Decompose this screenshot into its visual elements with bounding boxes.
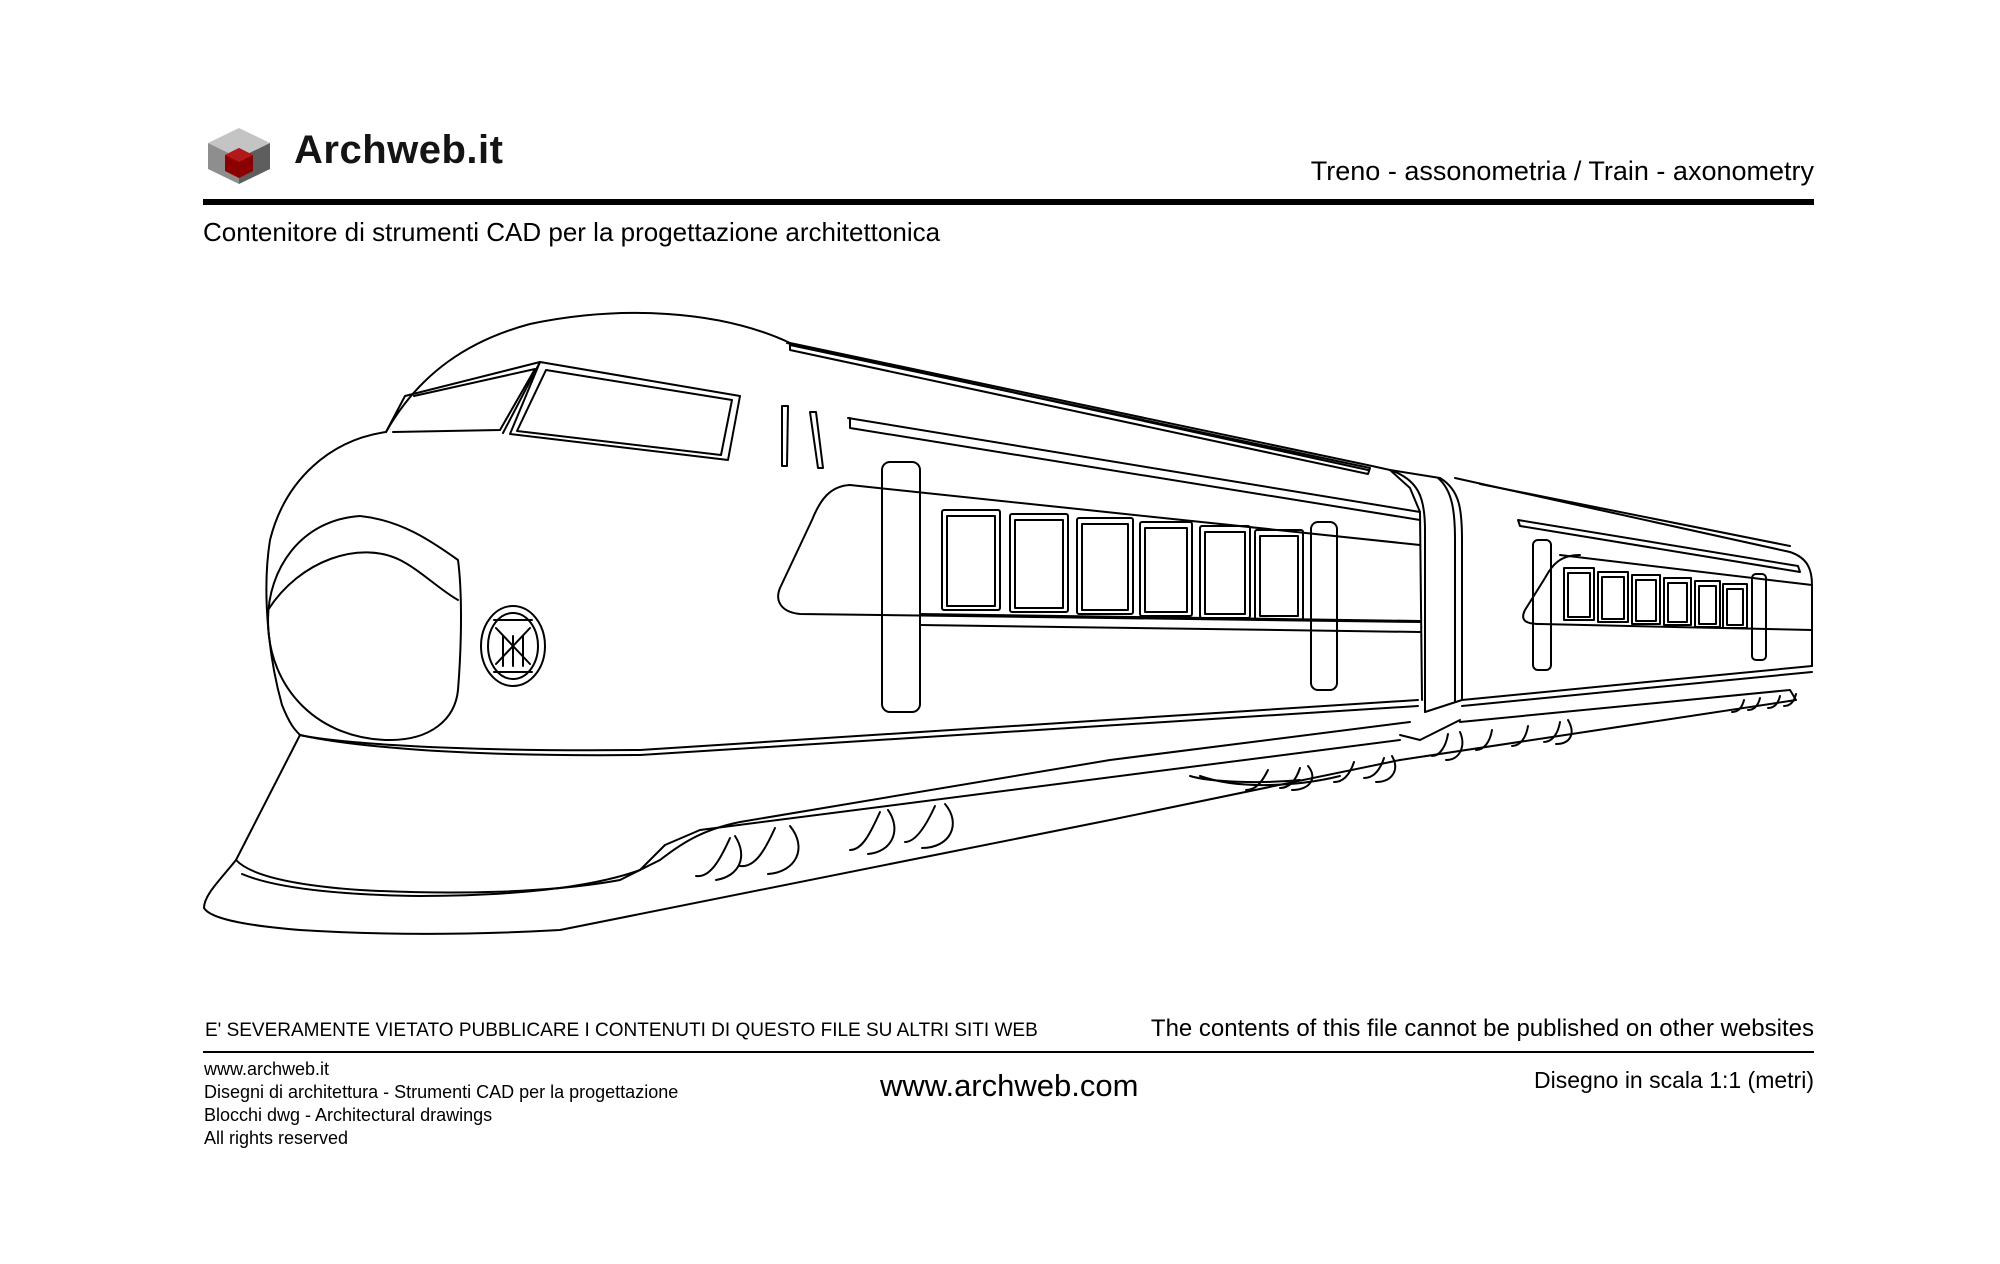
archweb-logo [206, 126, 272, 186]
cube-logo-icon [208, 128, 270, 184]
brand-name: Archweb.it [294, 128, 504, 172]
footer-credits: www.archweb.it Disegni di architettura -… [204, 1058, 678, 1150]
footer-website: www.archweb.com [880, 1068, 1139, 1103]
footer-divider [203, 1051, 1814, 1053]
footer-line: www.archweb.it [204, 1059, 330, 1079]
bogies [695, 693, 1797, 881]
footer-line: Blocchi dwg - Architectural drawings [204, 1105, 493, 1125]
drawing-scale: Disegno in scala 1:1 (metri) [1534, 1067, 1814, 1093]
second-car [1399, 477, 1813, 761]
header-divider [203, 199, 1814, 205]
drawing-title: Treno - assonometria / Train - axonometr… [1310, 156, 1814, 186]
page-subtitle: Contenitore di strumenti CAD per la prog… [203, 217, 941, 247]
front-car [203, 312, 1426, 935]
copyright-warning-english: The contents of this file cannot be publ… [1150, 1015, 1814, 1042]
footer-line: All rights reserved [204, 1128, 349, 1148]
copyright-warning-italian: E' SEVERAMENTE VIETATO PUBBLICARE I CONT… [205, 1020, 1038, 1041]
footer-line: Disegni di architettura - Strumenti CAD … [204, 1082, 679, 1102]
gangway [1389, 469, 1463, 741]
